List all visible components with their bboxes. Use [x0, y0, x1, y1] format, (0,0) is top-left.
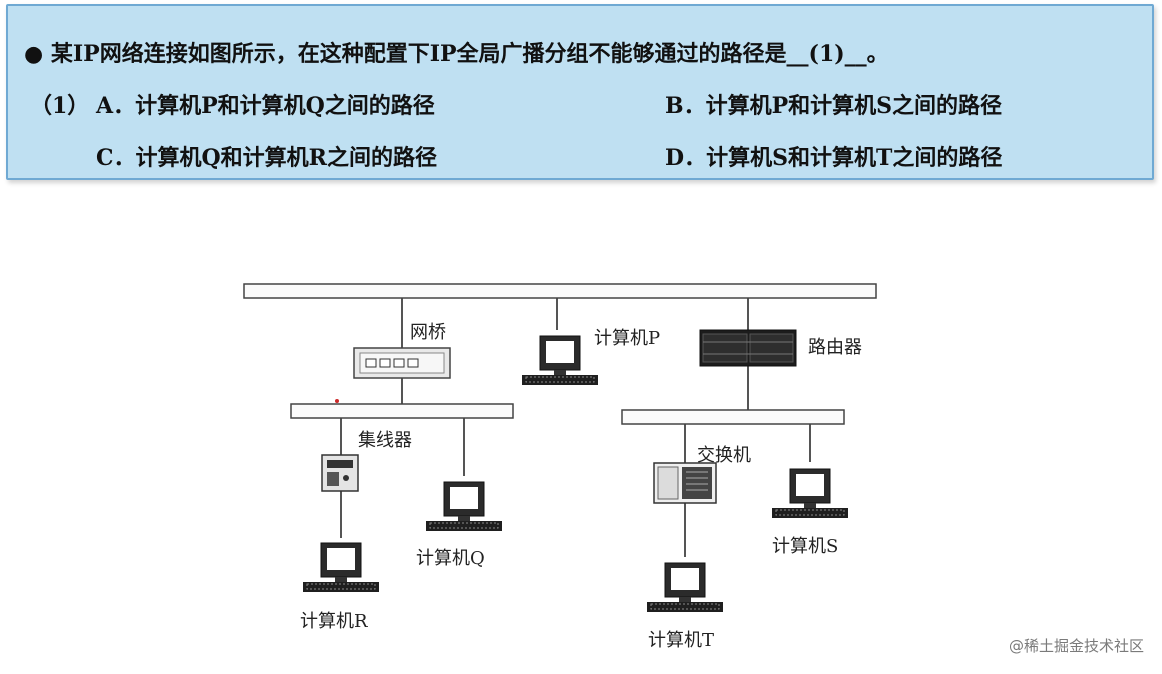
switch-icon — [653, 462, 717, 504]
question-stem: ● 某IP网络连接如图所示，在这种配置下IP全局广播分组不能够通过的路径是__(… — [24, 36, 889, 68]
question-panel: ● 某IP网络连接如图所示，在这种配置下IP全局广播分组不能够通过的路径是__(… — [6, 4, 1154, 180]
option-d-text: 计算机S和计算机T之间的路径 — [706, 145, 1003, 171]
option-b-text: 计算机P和计算机S之间的路径 — [705, 93, 1003, 119]
computer-q-label: 计算机Q — [416, 548, 485, 569]
watermark: @稀土掘金技术社区 — [1008, 637, 1144, 655]
hub-icon — [321, 454, 359, 492]
computer-s-icon — [771, 468, 849, 519]
computer-t-icon — [646, 562, 724, 613]
bullet-icon: ● — [24, 41, 44, 67]
backbone-bus — [243, 283, 877, 299]
computer-s-label: 计算机S — [772, 536, 838, 557]
option-a[interactable]: A．计算机P和计算机Q之间的路径 — [96, 88, 435, 120]
router-label: 路由器 — [808, 337, 862, 358]
option-b[interactable]: B．计算机P和计算机S之间的路径 — [665, 88, 1002, 120]
question-number: （1） — [30, 93, 90, 119]
computer-p-label: 计算机P — [594, 328, 660, 349]
option-c-letter: C． — [96, 145, 136, 171]
bridge-label: 网桥 — [410, 322, 446, 343]
router-icon — [699, 329, 797, 367]
option-d[interactable]: D．计算机S和计算机T之间的路径 — [665, 140, 1002, 172]
option-b-letter: B． — [665, 93, 706, 119]
stem-text: 某IP网络连接如图所示，在这种配置下IP全局广播分组不能够通过的路径是__(1)… — [50, 41, 889, 67]
marker-dot — [335, 399, 339, 403]
computer-q-icon — [425, 481, 503, 532]
computer-r-icon — [302, 542, 380, 593]
connection-lines — [340, 298, 811, 557]
hub-label: 集线器 — [358, 430, 412, 451]
left-lan-bus — [290, 403, 514, 419]
option-d-letter: D． — [665, 145, 707, 171]
option-c-text: 计算机Q和计算机R之间的路径 — [135, 145, 437, 171]
right-lan-bus — [621, 409, 845, 425]
computer-r-label: 计算机R — [300, 611, 368, 632]
computer-p-icon — [521, 335, 599, 386]
option-a-text: 计算机P和计算机Q之间的路径 — [135, 93, 435, 119]
computer-t-label: 计算机T — [648, 630, 714, 651]
option-a-letter: A． — [96, 93, 136, 119]
switch-label: 交换机 — [697, 445, 751, 466]
option-c[interactable]: C．计算机Q和计算机R之间的路径 — [96, 140, 437, 172]
bridge-icon — [353, 347, 451, 379]
